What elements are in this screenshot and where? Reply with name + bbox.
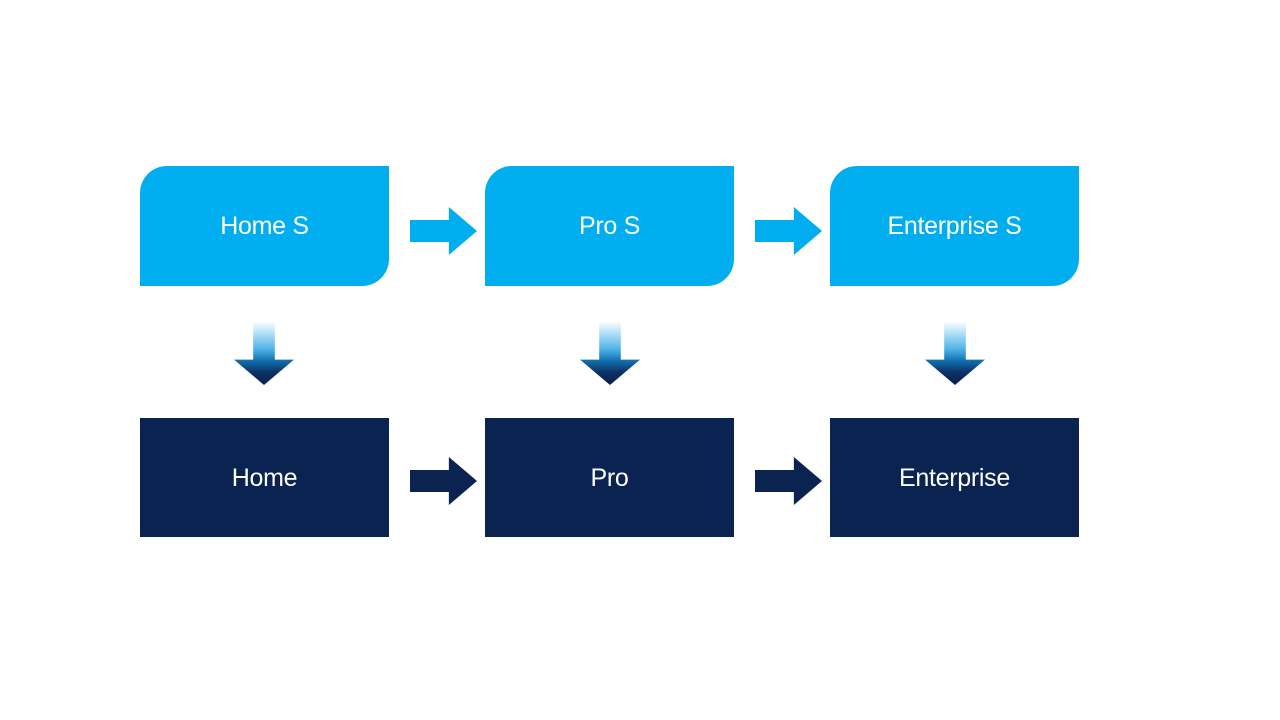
node-pro: Pro [485,418,734,537]
down-arrow-icon [580,320,640,385]
down-arrow-icon [234,320,294,385]
node-pro-s: Pro S [485,166,734,286]
node-enterprise-s-label: Enterprise S [887,212,1022,240]
node-pro-label: Pro [590,463,629,492]
node-enterprise-label: Enterprise [899,463,1010,492]
node-home-s: Home S [140,166,389,286]
node-home: Home [140,418,389,537]
node-home-s-label: Home S [220,212,309,240]
node-home-label: Home [231,463,298,492]
node-pro-s-label: Pro S [578,212,641,240]
down-arrow-icon [925,320,985,385]
node-enterprise: Enterprise [830,418,1079,537]
right-arrow-icon [410,207,477,255]
right-arrow-icon [755,207,822,255]
node-enterprise-s: Enterprise S [830,166,1079,286]
right-arrow-icon [755,457,822,505]
right-arrow-icon [410,457,477,505]
